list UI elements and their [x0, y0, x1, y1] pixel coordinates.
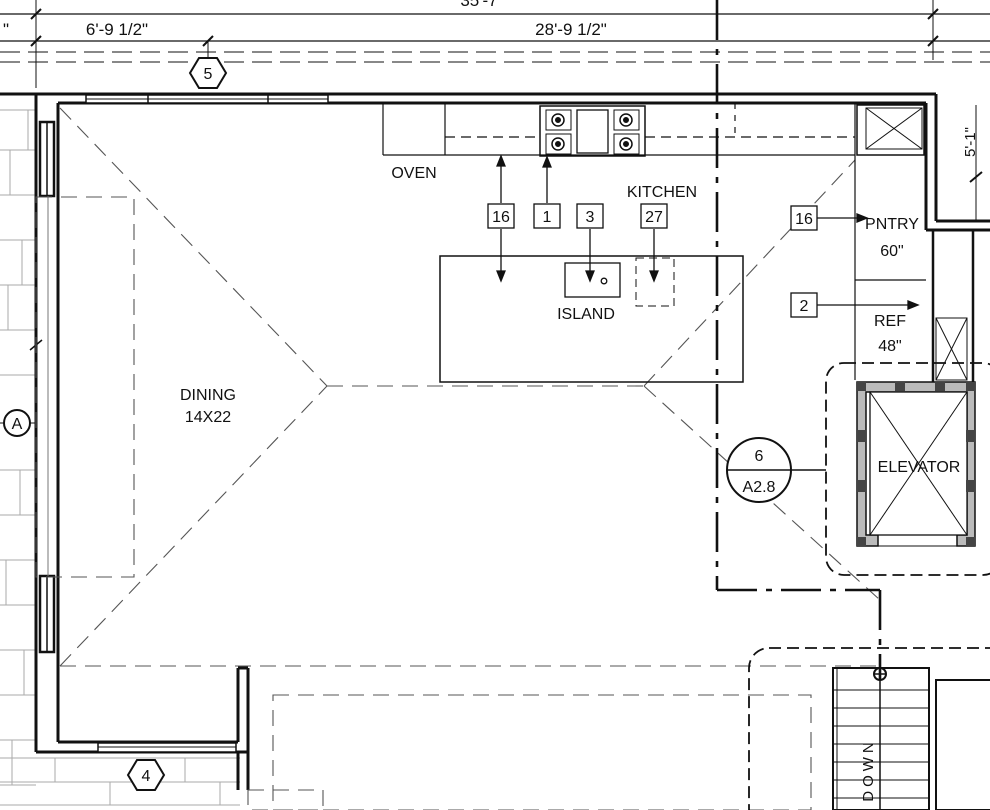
keynote-16-a: 16	[492, 209, 510, 226]
dimension-lines	[0, 0, 990, 88]
bottom-wall-window	[97, 742, 237, 753]
stair	[748, 647, 990, 810]
ref-label: REF	[874, 313, 906, 330]
ref-size-label: 48"	[878, 338, 901, 355]
exterior-walls	[0, 92, 990, 790]
left-wall-doors	[38, 120, 56, 654]
dimension-main-segment: 28'-9 1/2"	[535, 20, 607, 39]
pantry-size-label: 60"	[880, 243, 903, 260]
right-edge-dimension-label: 5'-1"	[962, 127, 979, 157]
upper-floor-outline	[715, 0, 882, 680]
section-callout	[726, 437, 826, 503]
island-label: ISLAND	[557, 306, 615, 323]
keynote-3: 3	[586, 209, 595, 226]
right-edge-dimension	[969, 105, 983, 221]
oven-label: OVEN	[391, 165, 436, 182]
grid-tag-bottom: 4	[126, 759, 166, 791]
top-wall-windows	[85, 94, 329, 104]
dining-room-size: 14X22	[185, 409, 231, 426]
grid-tag-left: A	[0, 339, 43, 437]
grid-tag-top: 5	[188, 57, 228, 89]
exterior-bottom-hatch	[0, 757, 240, 806]
elevator-label: ELEVATOR	[878, 459, 961, 476]
dimension-left-segment: 6'-9 1/2"	[86, 20, 148, 39]
keynote-2: 2	[800, 298, 809, 315]
keynote-16-b: 16	[795, 211, 813, 228]
keynote-1: 1	[543, 209, 552, 226]
keynote-boxes	[487, 203, 818, 318]
stair-direction-label: DOWN	[860, 738, 877, 802]
kitchen-island	[439, 255, 744, 383]
exterior-left-hatch	[0, 109, 36, 786]
dining-room-label: DINING	[180, 387, 236, 404]
elevator-enclosure	[825, 230, 990, 576]
section-callout-sheet: A2.8	[743, 479, 776, 496]
dimension-left-partial: "	[3, 20, 9, 39]
section-callout-number: 6	[755, 448, 764, 465]
cooktop	[539, 105, 646, 157]
kitchen-label: KITCHEN	[627, 184, 697, 201]
dimension-top-partial: 35'-7"	[460, 0, 503, 10]
pantry-ref-cabinets	[856, 104, 925, 156]
grid-tag-top-label: 5	[204, 66, 213, 83]
pantry-label: PNTRY	[865, 216, 919, 233]
keynote-arrows	[496, 154, 920, 310]
grid-tag-bottom-label: 4	[142, 768, 151, 785]
grid-tag-left-label: A	[12, 416, 23, 433]
keynote-27: 27	[645, 209, 663, 226]
